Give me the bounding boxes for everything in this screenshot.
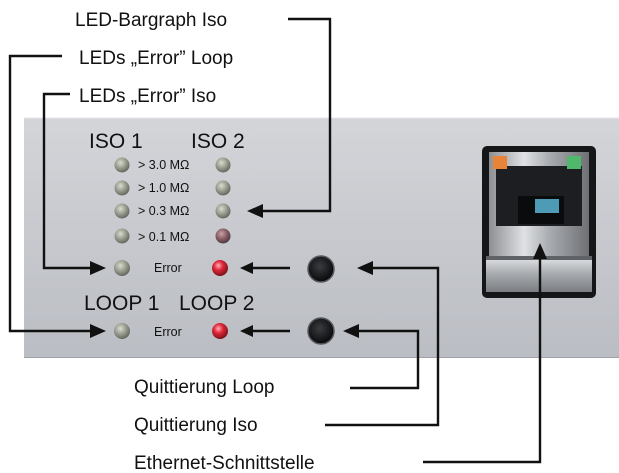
leader-quittierung-loop <box>343 324 420 390</box>
leader-leds-error-iso <box>42 92 106 275</box>
iso2-led-3mohm <box>215 157 231 173</box>
loop2-label: LOOP 2 <box>179 292 255 315</box>
ethernet-led-orange <box>493 156 507 169</box>
leader-led-bargraph-iso <box>247 17 332 218</box>
callout-leds-error-iso: LEDs „Error” Iso <box>79 86 216 107</box>
iso2-error-led <box>212 260 228 276</box>
leader-leds-error-loop <box>8 54 106 338</box>
iso-acknowledge-button <box>307 255 335 283</box>
iso2-label: ISO 2 <box>191 130 245 153</box>
iso1-error-led <box>114 260 130 276</box>
callout-led-bargraph-iso: LED-Bargraph Iso <box>75 10 227 31</box>
iso2-led-1mohm <box>215 180 231 196</box>
iso2-led-03mohm <box>215 203 231 219</box>
loop-acknowledge-button <box>307 317 335 345</box>
loop1-error-led <box>114 323 130 339</box>
iso-error-label: Error <box>154 261 182 275</box>
loop2-error-led <box>212 323 228 339</box>
loop-error-short-arrow <box>240 325 290 337</box>
leader-ethernet-schnittstelle <box>423 243 547 464</box>
threshold-label-4: > 0.1 MΩ <box>138 230 189 244</box>
ethernet-port <box>482 146 596 298</box>
iso1-label: ISO 1 <box>89 130 143 153</box>
loop-error-label: Error <box>154 325 182 339</box>
iso-error-short-arrow <box>240 262 290 274</box>
threshold-label-3: > 0.3 MΩ <box>138 204 189 218</box>
iso1-led-01mohm <box>114 228 130 244</box>
callout-quittierung-iso: Quittierung Iso <box>134 415 258 436</box>
callout-quittierung-loop: Quittierung Loop <box>134 377 275 398</box>
iso2-led-01mohm <box>215 228 231 244</box>
callout-leds-error-loop: LEDs „Error” Loop <box>79 48 233 69</box>
iso1-led-03mohm <box>114 203 130 219</box>
loop1-label: LOOP 1 <box>84 292 160 315</box>
iso1-led-1mohm <box>114 180 130 196</box>
device-panel: ISO 1 ISO 2 > 3.0 MΩ > 1.0 MΩ > 0.3 MΩ >… <box>24 117 619 358</box>
iso1-led-3mohm <box>114 157 130 173</box>
callout-ethernet-schnittstelle: Ethernet-Schnittstelle <box>134 453 315 473</box>
ethernet-led-green <box>567 156 581 169</box>
threshold-label-2: > 1.0 MΩ <box>138 181 189 195</box>
threshold-label-1: > 3.0 MΩ <box>138 158 189 172</box>
leader-quittierung-iso <box>325 261 440 427</box>
